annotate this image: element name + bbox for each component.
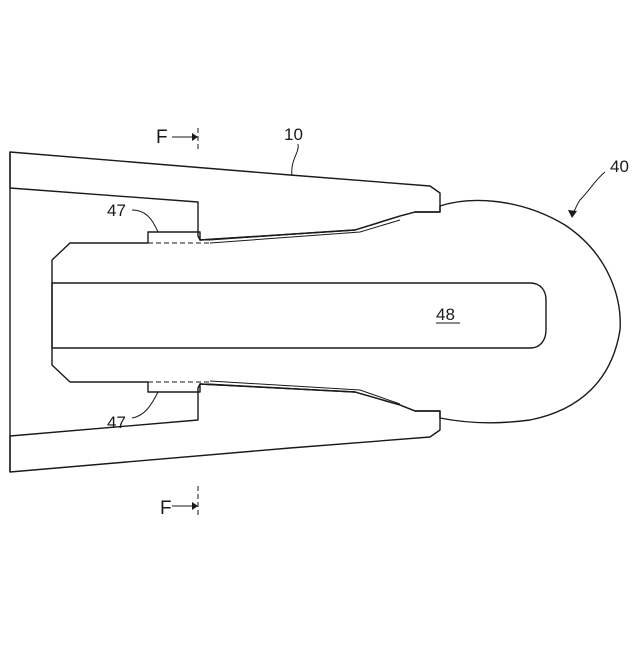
label-47-bottom: 47	[107, 413, 126, 432]
label-10: 10	[284, 125, 303, 144]
label-47-top: 47	[107, 201, 126, 220]
label-48: 48	[436, 305, 455, 324]
leader-47-bottom	[132, 392, 158, 418]
label-section-bottom: F	[160, 498, 172, 519]
section-arrow-top-head	[192, 133, 198, 141]
leader-47-top	[132, 210, 158, 232]
label-40: 40	[610, 157, 629, 176]
leader-40-arrow	[568, 210, 577, 218]
bore-48	[52, 283, 546, 348]
leader-10	[292, 144, 299, 176]
label-section-top: F	[156, 127, 168, 148]
section-arrow-bottom-head	[192, 502, 198, 510]
sleeve-upper	[10, 152, 440, 240]
leader-40	[572, 172, 605, 216]
